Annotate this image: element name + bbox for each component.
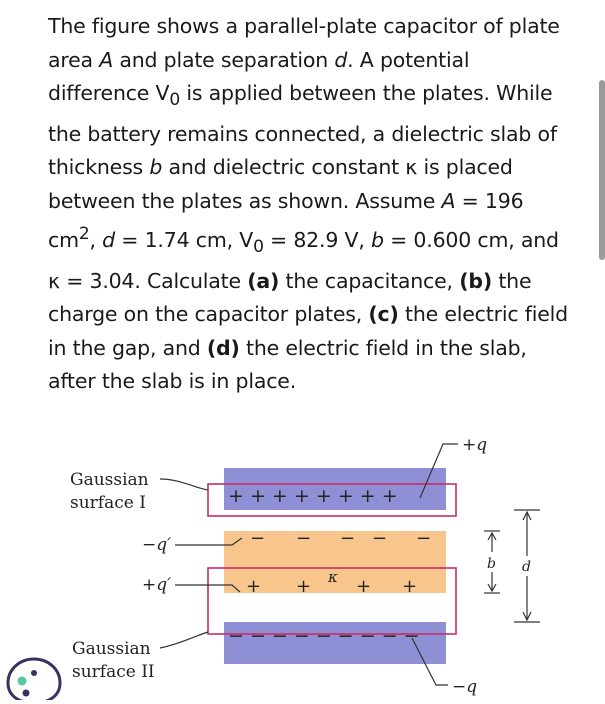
plus-q-leader — [419, 443, 458, 499]
gaussian-surface-2-label-line1: Gaussian — [72, 639, 151, 659]
gaussian-surface-1-label-line2: surface I — [70, 493, 146, 513]
slab-top-charge: − — [296, 528, 311, 549]
top-plate-charges: + + + + + + + + — [228, 485, 398, 507]
problem-statement: The figure shows a parallel-plate capaci… — [48, 10, 568, 399]
d-dimension-label: d — [522, 559, 531, 575]
b-arrow-head — [487, 531, 497, 541]
gaussian-surface-1 — [207, 483, 457, 517]
slab-top-charge: − — [250, 528, 265, 549]
plus-q-label: +q — [462, 435, 487, 455]
cookie-icon[interactable] — [4, 655, 64, 704]
plus-q-prime-leader — [175, 584, 241, 593]
kappa-label: κ — [327, 568, 338, 586]
d-arrow-head — [522, 611, 532, 622]
b-dimension-label: b — [487, 556, 496, 572]
gaussian-surface-2-label-line2: surface II — [72, 662, 155, 682]
minus-q-prime-leader — [175, 537, 243, 546]
minus-q-leader — [411, 637, 448, 686]
slab-bottom-charge: + — [296, 576, 311, 597]
slab-top-charge: − — [340, 528, 355, 549]
b-arrow-head — [487, 583, 497, 593]
slab-top-charge: − — [416, 528, 431, 549]
bottom-plate — [224, 622, 446, 664]
slab-bottom-charge: + — [402, 576, 417, 597]
dielectric-slab — [224, 531, 446, 593]
gaussian-surface-1-label-line1: Gaussian — [70, 470, 149, 490]
d-arrow-head — [522, 510, 532, 521]
minus-q-prime-label: −q′ — [142, 535, 171, 555]
bottom-plate-charges: − − − − − − − − − — [228, 625, 420, 647]
plus-q-prime-label: +q′ — [142, 575, 171, 595]
scrollbar[interactable] — [599, 80, 605, 260]
problem-text: The figure shows a parallel-plate capaci… — [48, 14, 568, 394]
gaussian-surface-2 — [207, 567, 457, 635]
top-plate — [224, 468, 446, 510]
slab-top-charge: − — [372, 528, 387, 549]
slab-bottom-charge: + — [356, 576, 371, 597]
gaussian-surface-2-leader — [159, 631, 209, 649]
capacitor-figure: + + + + + + + + − − − − − − − − − − − − … — [0, 430, 605, 700]
gaussian-surface-1-leader — [159, 478, 209, 491]
slab-bottom-charge: + — [246, 576, 261, 597]
minus-q-label: −q — [452, 677, 477, 697]
